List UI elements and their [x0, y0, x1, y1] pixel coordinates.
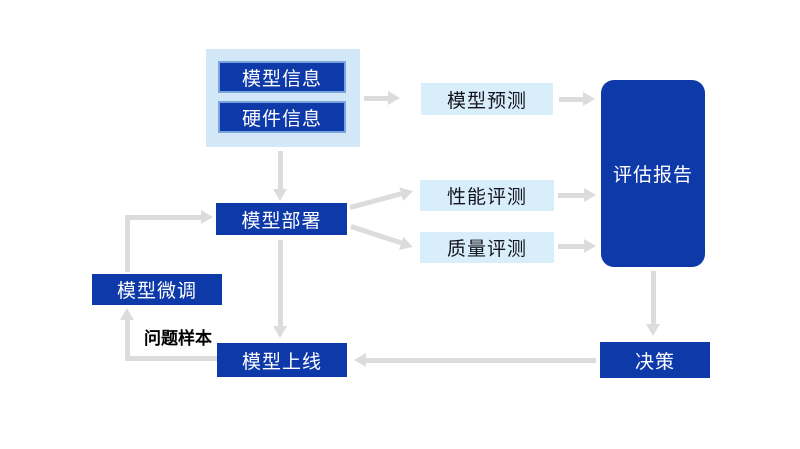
arrow-finetune-to-deployment-vline [125, 215, 130, 272]
node-model-finetune: 模型微调 [92, 274, 222, 305]
node-quality-eval: 质量评测 [420, 232, 554, 263]
arrow-group-to-deployment-line [278, 151, 283, 189]
arrow-group-to-deployment-head [273, 189, 287, 201]
arrow-report-to-decision-line [651, 271, 656, 324]
arrow-launch-to-finetune-head [120, 308, 134, 320]
arrow-deployment-to-quality-head [399, 236, 415, 254]
node-evaluation-report: 评估报告 [601, 80, 705, 267]
node-model-info: 模型信息 [218, 61, 346, 93]
arrow-quality-to-report-line [558, 244, 584, 249]
arrow-deployment-to-launch-line [278, 240, 283, 326]
arrow-deployment-to-performance-head [399, 184, 415, 202]
node-model-deployment: 模型部署 [216, 203, 347, 235]
arrow-prediction-to-report-head [583, 92, 595, 106]
arrow-finetune-to-deployment-hline [125, 215, 201, 220]
node-decision: 决策 [600, 342, 710, 378]
arrow-decision-to-launch-line [366, 358, 596, 363]
arrow-launch-to-finetune-hline [125, 356, 217, 361]
arrow-performance-to-report-line [558, 193, 584, 198]
arrow-decision-to-launch-head [354, 353, 366, 367]
arrow-report-to-decision-head [646, 324, 660, 336]
arrow-deployment-to-launch-head [273, 326, 287, 338]
arrow-deployment-to-quality [350, 224, 415, 254]
node-performance-eval: 性能评测 [420, 180, 554, 211]
edge-label-problem-samples: 问题样本 [144, 329, 212, 349]
node-model-launch: 模型上线 [217, 343, 347, 377]
arrow-finetune-to-deployment-head [201, 210, 213, 224]
arrow-performance-to-report-head [584, 188, 596, 202]
arrow-group-to-prediction-line [364, 96, 388, 101]
arrow-launch-to-finetune-vline [125, 318, 130, 361]
node-hardware-info: 硬件信息 [218, 101, 346, 133]
arrow-prediction-to-report-line [559, 97, 583, 102]
arrow-group-to-prediction-head [388, 91, 400, 105]
node-model-prediction: 模型预测 [421, 83, 553, 115]
arrow-deployment-to-performance [349, 184, 415, 210]
arrow-quality-to-report-head [584, 239, 596, 253]
